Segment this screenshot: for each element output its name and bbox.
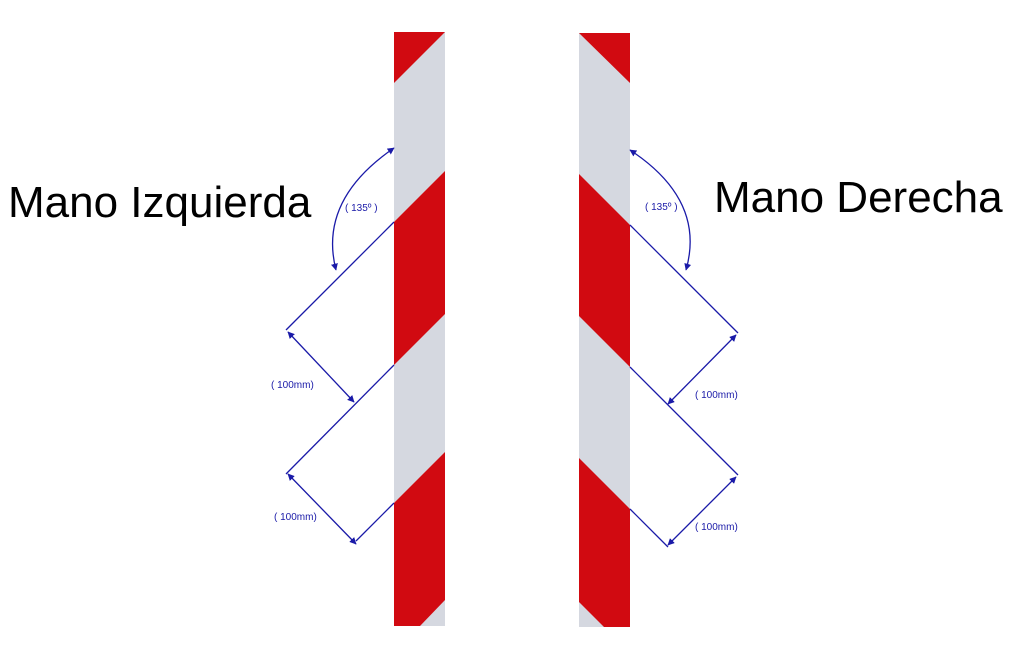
right-post — [579, 33, 630, 627]
right-extension-line-3 — [629, 508, 669, 548]
right-red-stripe-3 — [579, 458, 630, 627]
left-dimensions: ( 135º ) ( 100mm) ( 100mm) — [271, 147, 395, 545]
right-extension-line-1 — [629, 224, 739, 334]
right-width-arrow-1 — [667, 334, 737, 405]
left-red-stripe-2 — [394, 171, 445, 365]
right-width-arrow-2 — [667, 476, 737, 546]
left-extension-line-1 — [285, 221, 395, 331]
left-post — [394, 32, 445, 626]
left-red-stripe-1 — [394, 32, 445, 83]
left-width-label-2: ( 100mm) — [274, 512, 317, 523]
left-extension-line-2 — [285, 364, 395, 475]
left-width-arrow-2 — [287, 473, 357, 545]
right-red-stripe-1 — [579, 33, 630, 83]
left-angle-label: ( 135º ) — [345, 203, 378, 214]
left-width-label-1: ( 100mm) — [271, 380, 314, 391]
right-extension-line-2 — [629, 366, 739, 476]
right-dimensions: ( 135º ) ( 100mm) ( 100mm) — [629, 149, 739, 548]
left-angle-arrow — [331, 147, 395, 271]
right-angle-arrow — [629, 149, 692, 271]
right-width-label-1: ( 100mm) — [695, 390, 738, 401]
right-red-stripe-2 — [579, 174, 630, 367]
right-angle-label: ( 135º ) — [645, 202, 678, 213]
right-width-label-2: ( 100mm) — [695, 522, 738, 533]
right-title: Mano Derecha — [714, 173, 1003, 222]
left-red-stripe-3 — [394, 452, 445, 626]
left-extension-line-3 — [355, 502, 395, 542]
left-width-arrow-1 — [287, 331, 355, 403]
left-title: Mano Izquierda — [8, 178, 312, 227]
